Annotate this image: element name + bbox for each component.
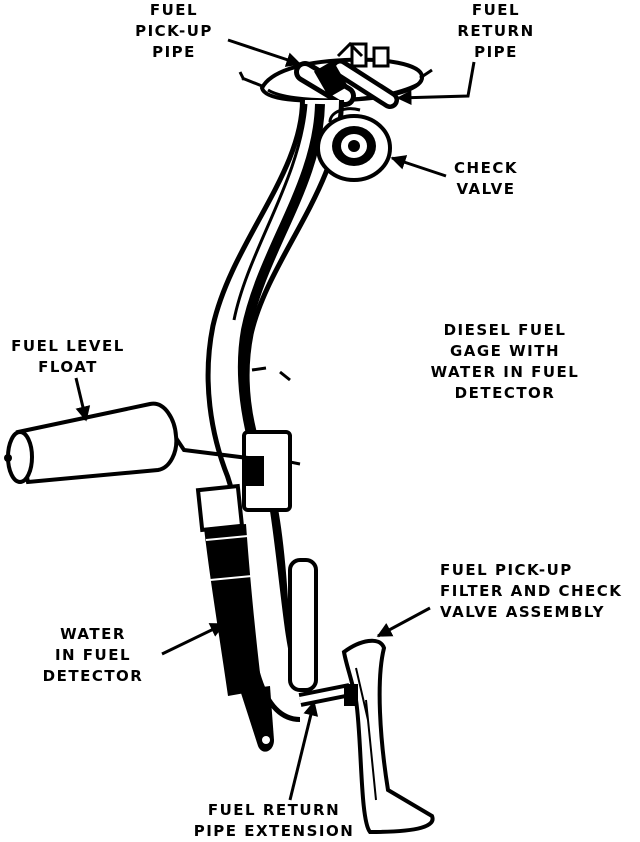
label-pickup-filter-line: FILTER AND CHECK (440, 582, 623, 600)
label-diesel-fuel-gage: DIESEL FUEL GAGE WITH WATER IN FUEL DETE… (420, 320, 590, 404)
label-fuel-return-pipe-line: FUEL (471, 1, 521, 19)
label-diesel-fuel-gage-line: DIESEL FUEL (443, 321, 567, 339)
label-diesel-fuel-gage-line: GAGE WITH (449, 342, 561, 360)
pickup-filter-shape (341, 638, 435, 835)
label-check-valve-line: CHECK (454, 159, 518, 177)
fuel-level-float-shape (4, 401, 179, 485)
label-check-valve: CHECK VALVE (444, 158, 528, 200)
label-fuel-pickup-pipe: FUEL PICK-UP PIPE (126, 0, 222, 63)
leader-lines (74, 38, 476, 801)
label-diesel-fuel-gage-line: WATER IN FUEL (430, 363, 580, 381)
label-fuel-return-pipe-line: RETURN (457, 22, 535, 40)
label-fuel-return-pipe-extension: FUEL RETURN PIPE EXTENSION (184, 800, 364, 842)
sender-unit (242, 430, 301, 512)
label-fuel-return-pipe-extension-line: FUEL RETURN (207, 801, 341, 819)
label-fuel-return-pipe-extension-line: PIPE EXTENSION (193, 822, 355, 840)
return-pipe-extension-shape (288, 558, 352, 707)
label-pickup-filter: FUEL PICK-UP FILTER AND CHECK VALVE ASSE… (440, 560, 636, 623)
label-fuel-return-pipe: FUEL RETURN PIPE (448, 0, 544, 63)
label-fuel-pickup-pipe-line: PIPE (152, 43, 196, 61)
label-water-in-fuel-detector-line: IN FUEL (54, 646, 132, 664)
check-valve-shape (316, 107, 392, 182)
label-check-valve-line: VALVE (456, 180, 516, 198)
water-detector-shape (195, 483, 274, 752)
label-water-in-fuel-detector-line: WATER (60, 625, 126, 643)
label-fuel-pickup-pipe-line: FUEL (149, 1, 199, 19)
label-diesel-fuel-gage-line: DETECTOR (454, 384, 556, 402)
label-pickup-filter-line: VALVE ASSEMBLY (440, 603, 606, 621)
label-fuel-level-float-line: FLOAT (38, 358, 98, 376)
label-fuel-level-float-line: FUEL LEVEL (11, 337, 125, 355)
label-water-in-fuel-detector-line: DETECTOR (42, 667, 144, 685)
label-fuel-pickup-pipe-line: PICK-UP (135, 22, 213, 40)
label-fuel-return-pipe-line: PIPE (474, 43, 518, 61)
label-pickup-filter-line: FUEL PICK-UP (440, 561, 573, 579)
pipe-fittings (294, 59, 399, 109)
label-water-in-fuel-detector: WATER IN FUEL DETECTOR (30, 624, 156, 687)
label-fuel-level-float: FUEL LEVEL FLOAT (2, 336, 134, 378)
